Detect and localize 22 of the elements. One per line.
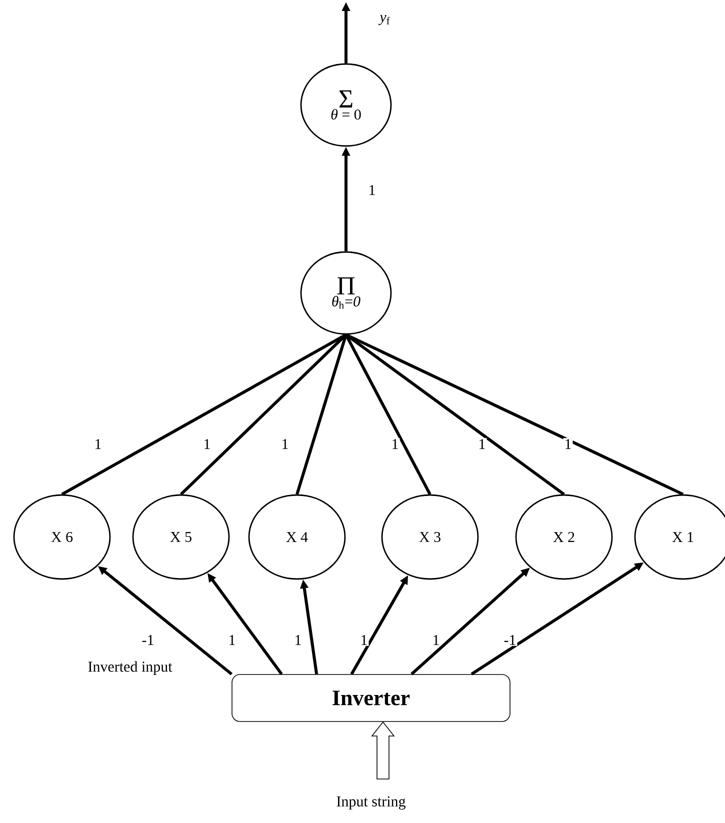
connection-line	[61, 333, 347, 496]
input-label: Input string	[336, 796, 406, 810]
connection-line	[296, 334, 348, 495]
inverter-box: Inverter	[232, 674, 510, 722]
connection-line	[345, 333, 684, 496]
edge-label: 1	[563, 438, 573, 450]
edge-label: 1	[202, 438, 212, 450]
edge-label: 1	[431, 634, 441, 646]
edge-label: 1	[390, 438, 400, 450]
edge-label: 1	[367, 184, 377, 196]
edge-label: 1	[359, 634, 369, 646]
connection-line	[344, 334, 432, 495]
edge-label: 1	[293, 634, 303, 646]
edge-label: 1	[227, 634, 237, 646]
edge-label: 1	[477, 438, 487, 450]
edge-label: -1	[502, 634, 518, 646]
edge-label: y$_{f}$	[378, 14, 392, 26]
edge-label: -1	[140, 634, 156, 646]
edge-label: 1	[93, 438, 103, 450]
edge-label: 1	[280, 438, 290, 450]
note-label: Inverted input	[88, 661, 172, 675]
hollow-arrow	[371, 721, 395, 780]
